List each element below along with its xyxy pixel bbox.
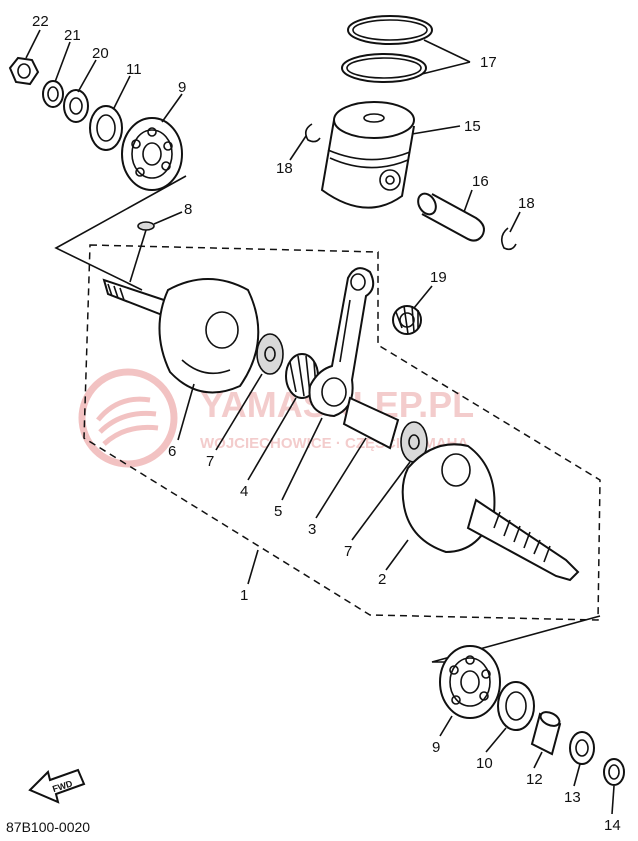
- callout-21: 21: [64, 27, 81, 44]
- callout-2: 2: [378, 571, 386, 588]
- callout-6: 6: [168, 443, 176, 460]
- callout-3: 3: [308, 521, 316, 538]
- drawing-code: 87B100-0020: [6, 819, 90, 835]
- watermark-logo-swoosh: [96, 396, 159, 446]
- callout-13: 13: [564, 789, 581, 806]
- woodruff-key-part-8: [129, 221, 155, 283]
- callout-18-upper: 18: [276, 160, 293, 177]
- right-crank-part-2: [401, 443, 580, 582]
- callout-leaders: [25, 29, 615, 815]
- bearing-part-9-upper: [121, 117, 183, 191]
- assembly-outline: [83, 244, 601, 621]
- callout-5: 5: [274, 503, 282, 520]
- watermark-logo-ring: [78, 368, 178, 468]
- callout-19: 19: [430, 269, 447, 286]
- spacer-part-12: [530, 711, 562, 756]
- piston-pin-part-16: [417, 192, 485, 242]
- washer-part-7-left: [256, 333, 284, 375]
- callout-20: 20: [92, 45, 109, 62]
- piston-rings-part-17: [341, 15, 433, 83]
- watermark-subtitle: WOJCIECHOWICE · CZĘŚCI YAMAHA: [200, 434, 469, 452]
- callout-labels: 22 21 20 11 9 17 15 18 16 18 8 19 6 7 4 …: [32, 13, 621, 834]
- needle-bearing-part-19: [392, 305, 422, 335]
- crank-pin-part-3: [342, 396, 400, 450]
- callout-18-right: 18: [518, 195, 535, 212]
- washer-part-7-right: [400, 421, 428, 463]
- washer-part-21: [42, 80, 64, 108]
- callout-7-right: 7: [344, 543, 352, 560]
- piston-part-15: [320, 101, 415, 209]
- bearing-location-line: [54, 175, 187, 291]
- callout-4: 4: [240, 483, 248, 500]
- callout-22: 22: [32, 13, 49, 30]
- callout-8: 8: [184, 201, 192, 218]
- callout-11: 11: [126, 61, 142, 78]
- oil-seal-part-11: [89, 105, 123, 151]
- washer-part-20: [63, 89, 89, 123]
- fwd-arrow-icon: FWD: [28, 768, 86, 804]
- callout-1: 1: [240, 587, 248, 604]
- callout-10: 10: [476, 755, 493, 772]
- right-bearing-group: [431, 615, 625, 786]
- circlip-part-18-right: [500, 227, 517, 251]
- callout-16: 16: [472, 173, 489, 190]
- washer-part-13: [569, 731, 595, 765]
- left-bearing-group: [8, 56, 187, 291]
- bearing-part-9-lower: [439, 645, 501, 719]
- callout-17: 17: [480, 54, 497, 71]
- callout-12: 12: [526, 771, 543, 788]
- washer-part-14: [603, 758, 625, 786]
- callout-9-upper: 9: [178, 79, 186, 96]
- nut-part-22: [8, 56, 40, 86]
- left-crank-part-6: [102, 278, 260, 394]
- oil-seal-part-10: [497, 681, 535, 731]
- callout-14: 14: [604, 817, 621, 834]
- callout-9-lower: 9: [432, 739, 440, 756]
- callout-15: 15: [464, 118, 481, 135]
- circlip-part-18-upper: [304, 123, 321, 143]
- callout-7-left: 7: [206, 453, 214, 470]
